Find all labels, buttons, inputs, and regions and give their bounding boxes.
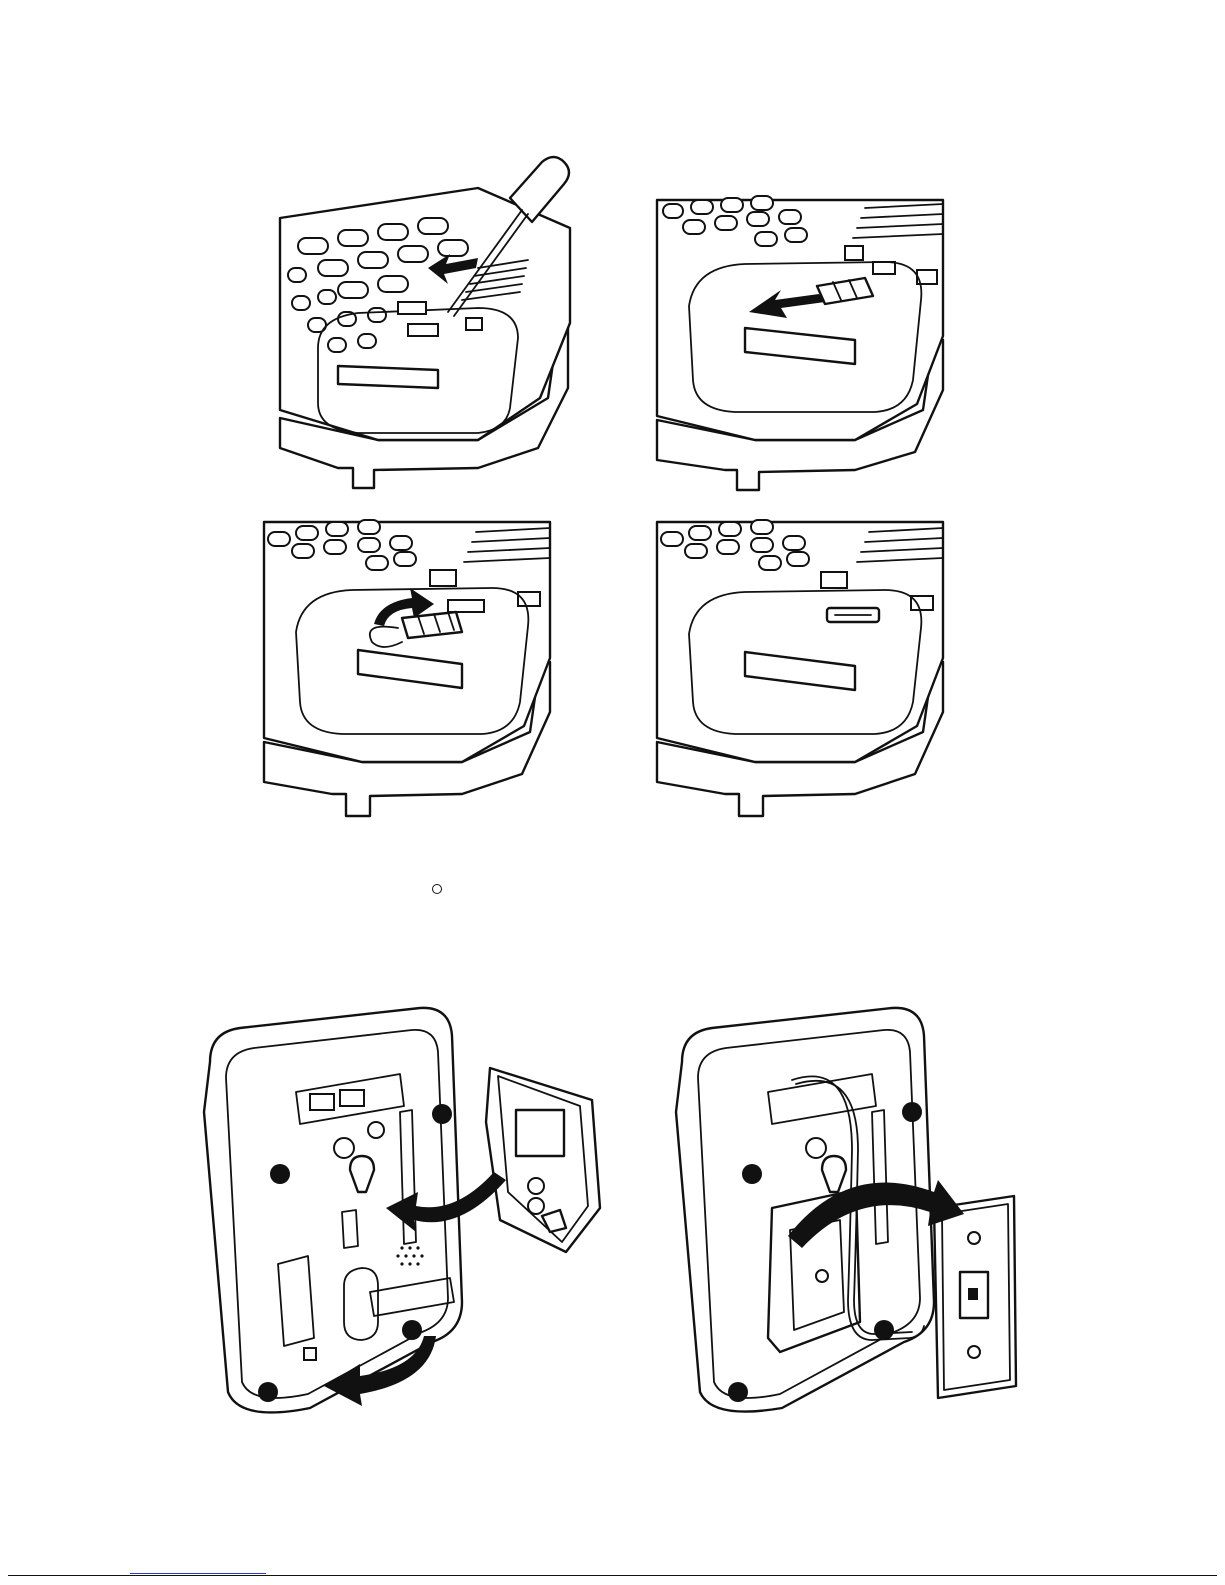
figure-wall-bracket-attach [200,1002,605,1422]
footer-rule [8,1575,1217,1576]
degree-mark [432,884,442,894]
footer-link-underline[interactable] [130,1573,266,1574]
figure-insert-cover [262,512,552,827]
figure-cover-installed [655,512,945,827]
cover-piece-icon [402,612,462,638]
figure-remove-cover [655,190,945,495]
figure-wall-jack-mount [672,1000,1022,1420]
wall-jack-icon [934,1196,1016,1398]
wall-bracket-icon [486,1068,600,1252]
figure-screwdriver-prying-cover [278,148,574,498]
